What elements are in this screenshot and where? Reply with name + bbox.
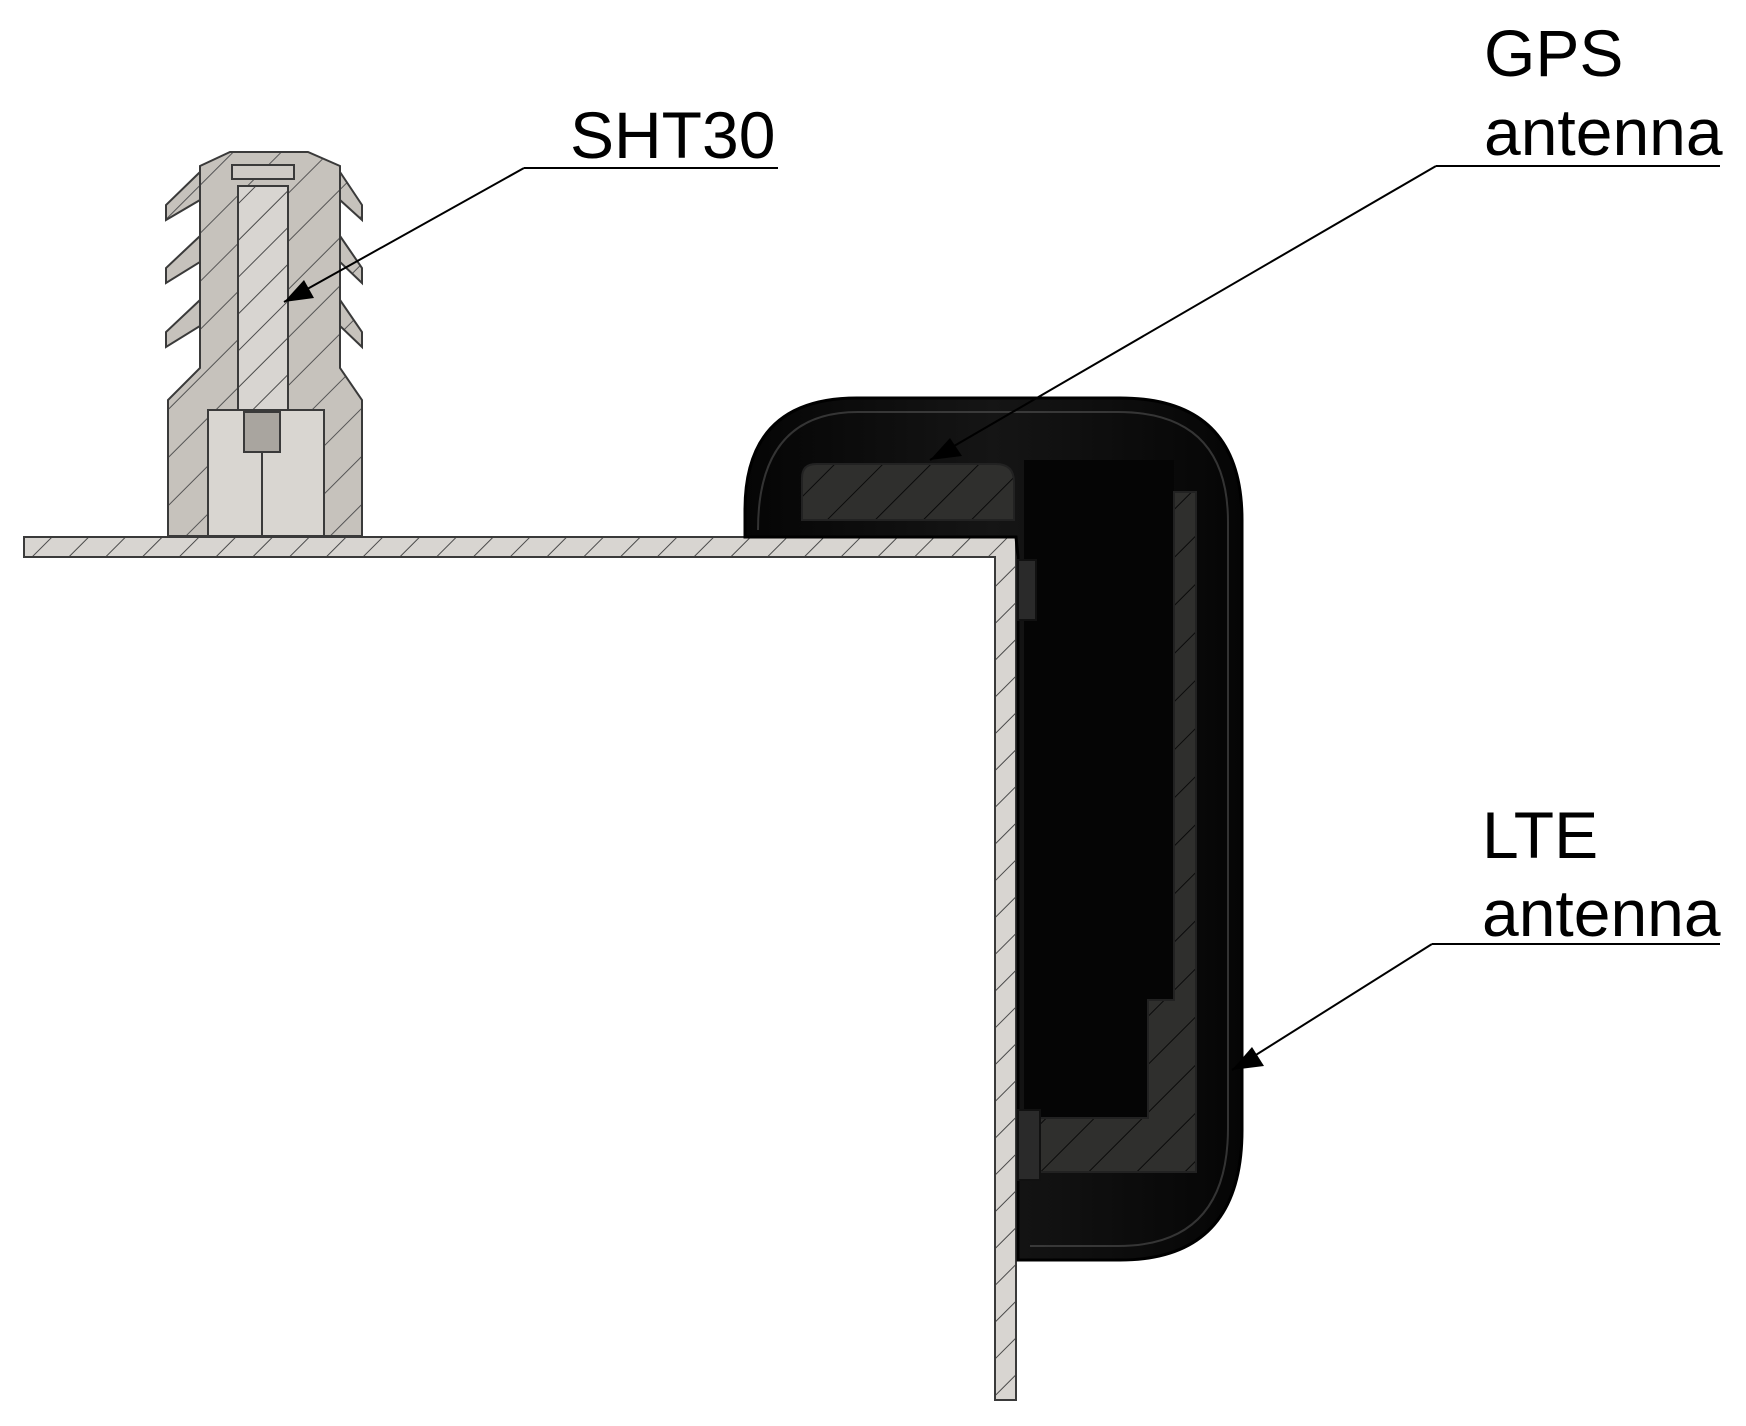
gps-arrowhead xyxy=(930,438,962,460)
antenna-housing xyxy=(743,396,1244,1262)
sht30-sensor-housing xyxy=(165,151,363,537)
lte-label-line1: LTE xyxy=(1482,798,1598,872)
sht30-arrowhead xyxy=(284,280,314,302)
gps-label-line2: antenna xyxy=(1484,95,1723,169)
gps-leader-line-diagonal xyxy=(929,165,1437,461)
lte-label-line2: antenna xyxy=(1482,876,1721,950)
enclosure-wall xyxy=(23,536,1017,1401)
lte-leader-line-diagonal xyxy=(1231,943,1433,1071)
gps-label-line1: GPS xyxy=(1484,16,1623,90)
leader-lines xyxy=(283,165,1720,1071)
sht30-label: SHT30 xyxy=(570,98,775,172)
sht30-leader-line-diagonal xyxy=(283,167,525,303)
lte-arrowhead xyxy=(1232,1047,1264,1070)
